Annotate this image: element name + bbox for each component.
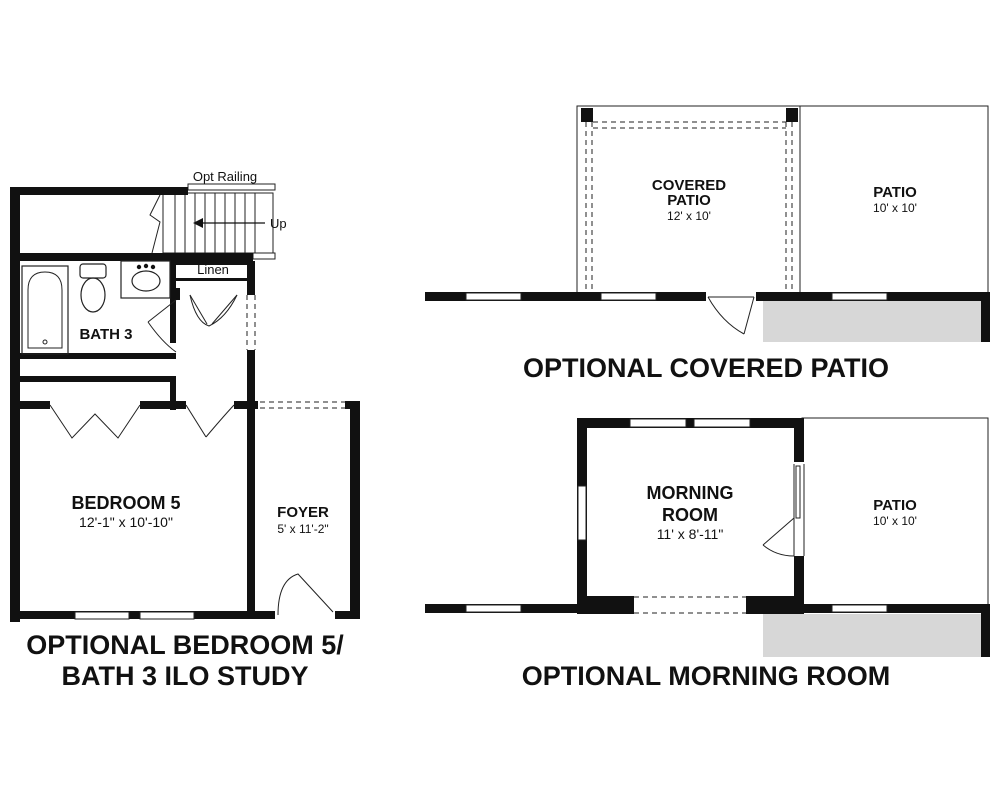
bathtub xyxy=(21,265,69,355)
covered-patio-label-line-2: PATIO xyxy=(667,192,711,209)
patio-dimensions-top: 10' x 10' xyxy=(873,201,917,215)
post-right xyxy=(786,108,798,122)
left-plan-labels: Opt Railing Up Linen BATH 3 BEDROOM 5 12… xyxy=(26,169,344,691)
left-plan-title-line-1: OPTIONAL BEDROOM 5/ xyxy=(26,630,344,660)
patio-dimensions-bottom: 10' x 10' xyxy=(873,514,917,528)
bedroom-windows xyxy=(74,611,195,620)
slab-covered xyxy=(763,300,981,342)
arrow-left-icon xyxy=(193,218,203,228)
post-left xyxy=(581,108,593,122)
dashed-openings xyxy=(246,295,345,409)
slab-morning xyxy=(763,614,981,657)
morning-room-plan-title: OPTIONAL MORNING ROOM xyxy=(522,661,891,691)
morning-room-plan: MORNING ROOM 11' x 8'-11" PATIO 10' x 10… xyxy=(425,417,990,691)
toilet xyxy=(79,263,107,313)
covered-patio-dimensions: 12' x 10' xyxy=(667,209,711,223)
covered-patio-plan: COVERED PATIO 12' x 10' PATIO 10' x 10' … xyxy=(425,105,990,383)
morning-windows xyxy=(465,418,888,613)
morning-dashed-opening xyxy=(634,596,746,614)
stair-up-label: Up xyxy=(270,216,287,231)
covered-patio-label-line-1: COVERED xyxy=(652,177,726,194)
staircase xyxy=(149,183,276,260)
bedroom-5-label: BEDROOM 5 xyxy=(71,493,180,513)
morning-room-label-line-2: ROOM xyxy=(662,505,718,525)
doors-left xyxy=(49,294,334,616)
patio-label-top: PATIO xyxy=(873,184,917,201)
bedroom-5-dimensions: 12'-1" x 10'-10" xyxy=(79,514,173,530)
bath-3-label: BATH 3 xyxy=(79,326,132,343)
morning-opening xyxy=(634,596,746,614)
covered-patio-plan-title: OPTIONAL COVERED PATIO xyxy=(523,353,889,383)
morning-door-gap xyxy=(794,462,804,556)
foyer-label: FOYER xyxy=(277,504,329,521)
patio-label-bottom: PATIO xyxy=(873,497,917,514)
opt-railing-label: Opt Railing xyxy=(193,169,257,184)
opt-railing xyxy=(187,183,276,191)
covered-patio-door xyxy=(707,296,755,335)
morning-room-label-line-1: MORNING xyxy=(647,483,734,503)
morning-door xyxy=(762,464,805,557)
morning-room-dimensions: 11' x 8'-11" xyxy=(657,526,724,542)
foyer-dimensions: 5' x 11'-2" xyxy=(277,522,328,536)
vanity-sink xyxy=(120,260,171,299)
linen-label: Linen xyxy=(197,262,229,277)
left-plan-title-line-2: BATH 3 ILO STUDY xyxy=(61,661,308,691)
bedroom-bath-plan: Opt Railing Up Linen BATH 3 BEDROOM 5 12… xyxy=(10,169,360,691)
covered-patio-beams xyxy=(585,121,793,290)
